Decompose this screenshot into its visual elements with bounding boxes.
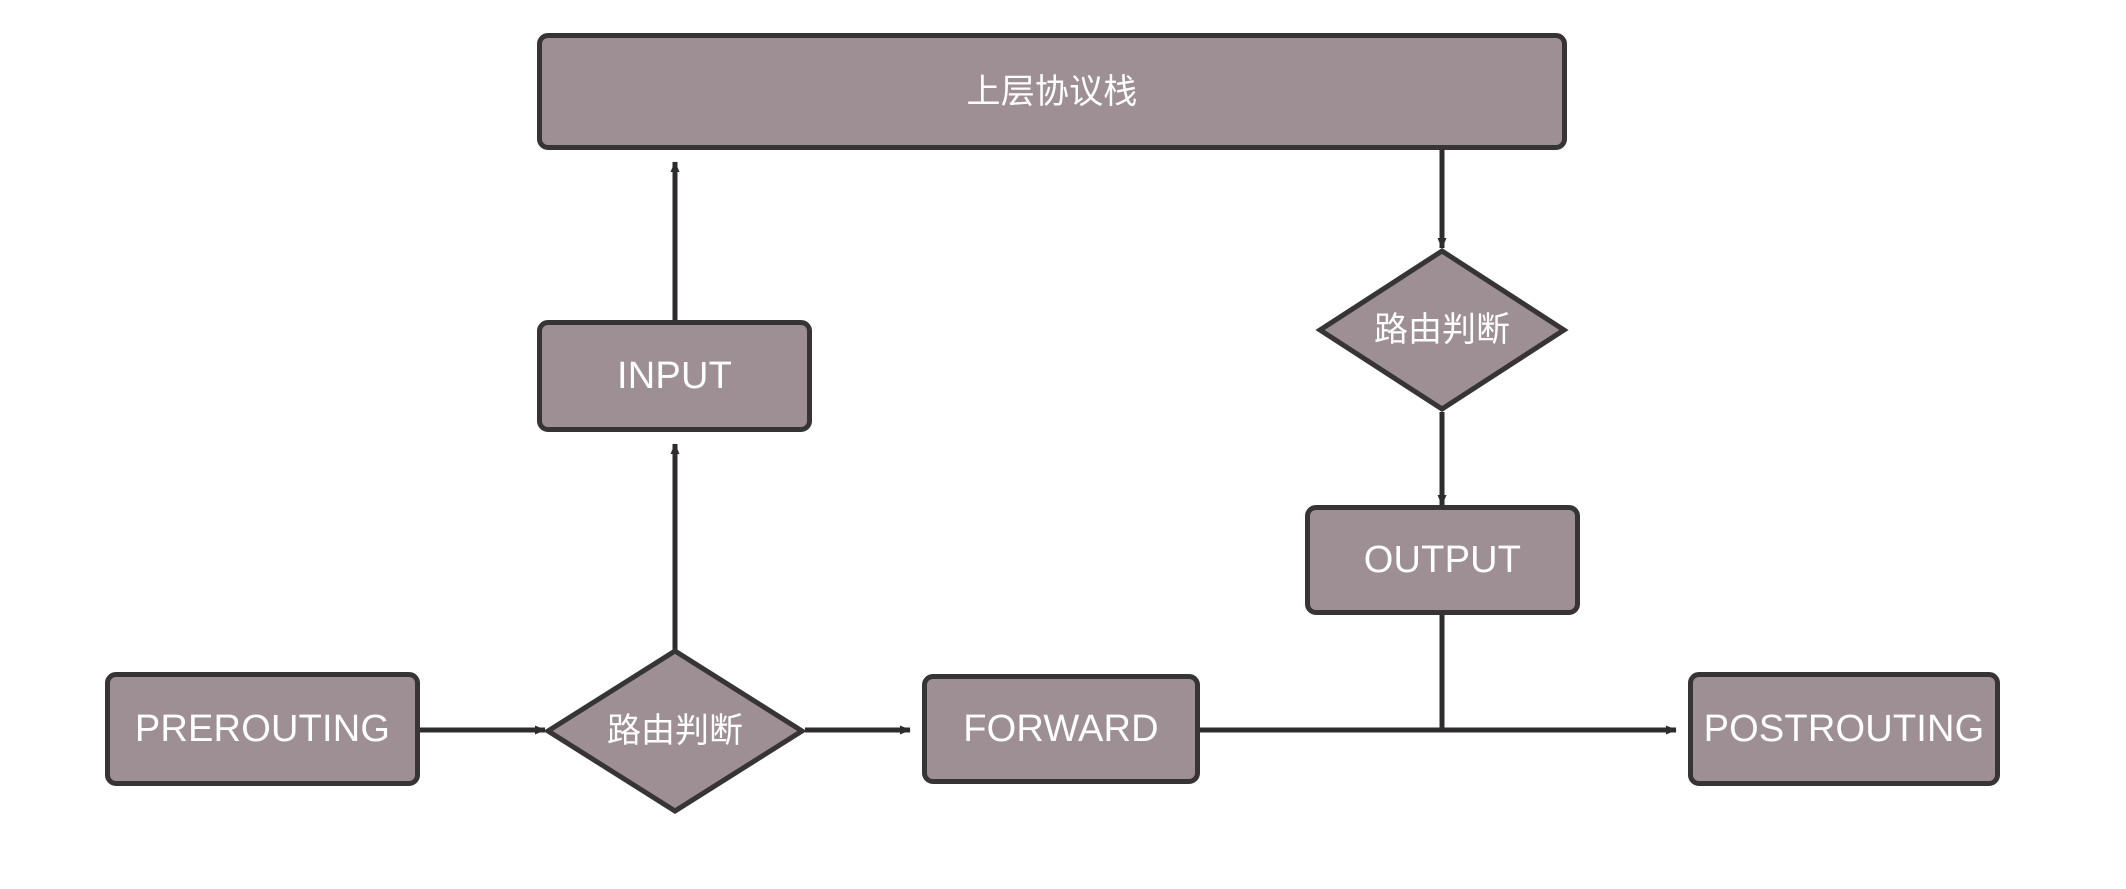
node-prerouting-label: PREROUTING [134, 708, 391, 750]
node-forward[interactable]: FORWARD [922, 674, 1200, 784]
node-upper-stack-label: 上层协议栈 [966, 72, 1138, 111]
node-input[interactable]: INPUT [537, 320, 812, 432]
node-upper-stack[interactable]: 上层协议栈 [537, 33, 1567, 150]
node-route-bottom[interactable]: 路由判断 [543, 648, 807, 814]
node-route-right[interactable]: 路由判断 [1315, 248, 1569, 412]
node-postrouting[interactable]: POSTROUTING [1688, 672, 2000, 786]
node-postrouting-label: POSTROUTING [1703, 708, 1985, 750]
diamond-shape [1315, 248, 1569, 412]
diamond-shape [543, 648, 807, 814]
node-input-label: INPUT [617, 355, 732, 397]
node-output[interactable]: OUTPUT [1305, 505, 1580, 615]
node-forward-label: FORWARD [963, 708, 1159, 750]
node-output-label: OUTPUT [1363, 539, 1522, 581]
node-prerouting[interactable]: PREROUTING [105, 672, 420, 786]
